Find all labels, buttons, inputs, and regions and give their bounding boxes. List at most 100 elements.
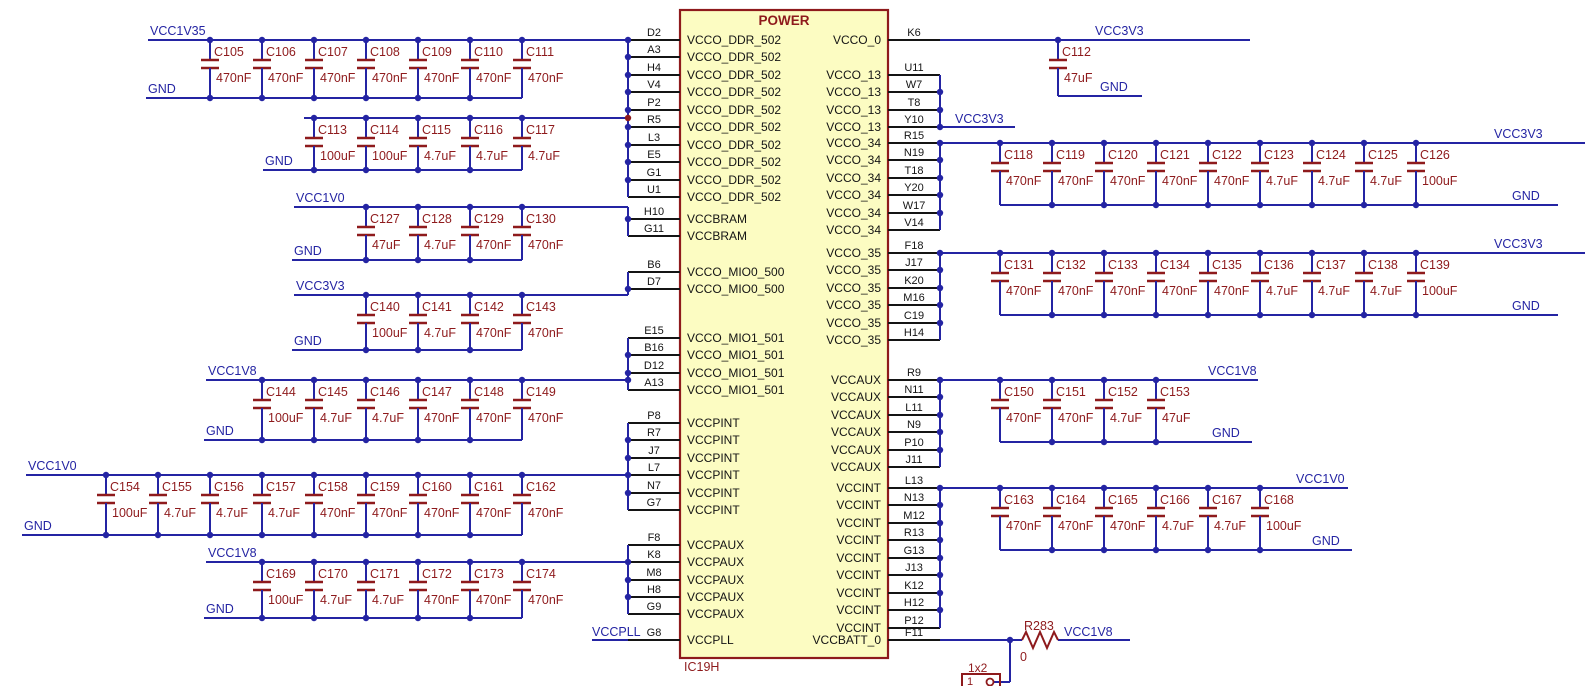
cap-bank: VCC3V3GNDC140100uFC1414.7uFC142470nFC143… <box>292 279 628 354</box>
cap-value: 470nF <box>1162 174 1198 188</box>
junction-dot <box>1100 311 1108 319</box>
junction-dot <box>258 614 266 622</box>
pin-number: K12 <box>904 580 924 592</box>
cap-value: 470nF <box>1058 174 1094 188</box>
cap-value: 470nF <box>424 411 460 425</box>
pin-name: VCCO_MIO1_501 <box>687 331 785 345</box>
cap-ref: C119 <box>1056 148 1085 162</box>
pin-number: N9 <box>907 419 921 431</box>
pin-number: J11 <box>906 454 923 466</box>
cap-ref: C167 <box>1212 493 1242 507</box>
pin-name: VCCINT <box>836 621 881 635</box>
junction-dot <box>362 531 370 539</box>
junction-dot <box>624 558 632 566</box>
pin-name: VCCO_34 <box>826 171 881 185</box>
junction-dot <box>466 376 474 384</box>
pin-name: VCCO_DDR_502 <box>687 85 781 99</box>
junction-dot <box>1308 201 1316 209</box>
junction-dot <box>624 215 632 223</box>
pin-name: VCCO_35 <box>826 298 881 312</box>
cap-value: 470nF <box>476 506 512 520</box>
junction-dot <box>466 471 474 479</box>
junction-dot <box>624 454 632 462</box>
cap-ref: C146 <box>370 385 400 399</box>
cap-ref: C152 <box>1108 385 1138 399</box>
junction-dot <box>936 393 944 401</box>
cap-bank: VCC3V3GNDC131470nFC132470nFC133470nFC134… <box>940 237 1585 319</box>
junction-dot <box>1100 139 1108 147</box>
junction-dot <box>624 36 632 44</box>
cap-value: 470nF <box>216 71 252 85</box>
junction-dot <box>936 88 944 96</box>
junction-dot <box>1100 201 1108 209</box>
cap-ref: C145 <box>318 385 348 399</box>
junction-dot <box>624 53 632 61</box>
cap-value: 470nF <box>528 506 564 520</box>
pin-name: VCCPINT <box>687 451 740 465</box>
junction-dot <box>1412 201 1420 209</box>
pin-name: VCCO_13 <box>826 68 881 82</box>
cap-ref: C149 <box>526 385 556 399</box>
gnd-label: GND <box>1512 189 1540 203</box>
pin-number: P12 <box>904 615 924 627</box>
pin-name: VCCINT <box>836 516 881 530</box>
pin-number: U11 <box>904 62 923 74</box>
bus <box>624 207 632 236</box>
cap-value: 470nF <box>1214 284 1250 298</box>
pin-number: A13 <box>644 377 664 389</box>
junction-dot <box>1048 438 1056 446</box>
junction-dot <box>414 614 422 622</box>
cap-value: 4.7uF <box>164 506 196 520</box>
junction-dot <box>154 531 162 539</box>
gnd-label: GND <box>1312 534 1340 548</box>
pin-name: VCCPINT <box>687 468 740 482</box>
cap-bank: VCC1V0GNDC163470nFC164470nFC165470nFC166… <box>940 472 1352 554</box>
cap-value: 470nF <box>320 71 356 85</box>
junction-dot <box>1204 249 1212 257</box>
junction-dot <box>1256 249 1264 257</box>
junction-dot <box>936 249 944 257</box>
pin-number: N19 <box>904 147 924 159</box>
cap-ref: C124 <box>1316 148 1346 162</box>
junction-dot <box>362 256 370 264</box>
cap-value: 4.7uF <box>1162 519 1194 533</box>
cap-ref: C173 <box>474 567 504 581</box>
pin-name: VCCO_MIO0_500 <box>687 282 785 296</box>
pin-number: K6 <box>907 27 920 39</box>
cap-value: 100uF <box>320 149 356 163</box>
junction-dot <box>258 376 266 384</box>
cap-value: 470nF <box>1006 519 1042 533</box>
junction-dot <box>936 446 944 454</box>
cap-value: 470nF <box>1110 174 1146 188</box>
pin-name: VCCINT <box>836 586 881 600</box>
pin-name: VCCAUX <box>831 408 881 422</box>
bus <box>624 338 632 390</box>
pin-name: VCCPAUX <box>687 555 744 569</box>
cap-ref: C147 <box>422 385 452 399</box>
junction-dot <box>936 106 944 114</box>
junction-dot <box>414 256 422 264</box>
cap-value: 470nF <box>476 238 512 252</box>
junction-dot <box>1204 484 1212 492</box>
cap-ref: C129 <box>474 212 504 226</box>
pin-number: G13 <box>904 545 925 557</box>
pin-name: VCCO_DDR_502 <box>687 50 781 64</box>
cap-value: 470nF <box>476 593 512 607</box>
cap-ref: C156 <box>214 480 244 494</box>
pin-name: VCCPINT <box>687 416 740 430</box>
